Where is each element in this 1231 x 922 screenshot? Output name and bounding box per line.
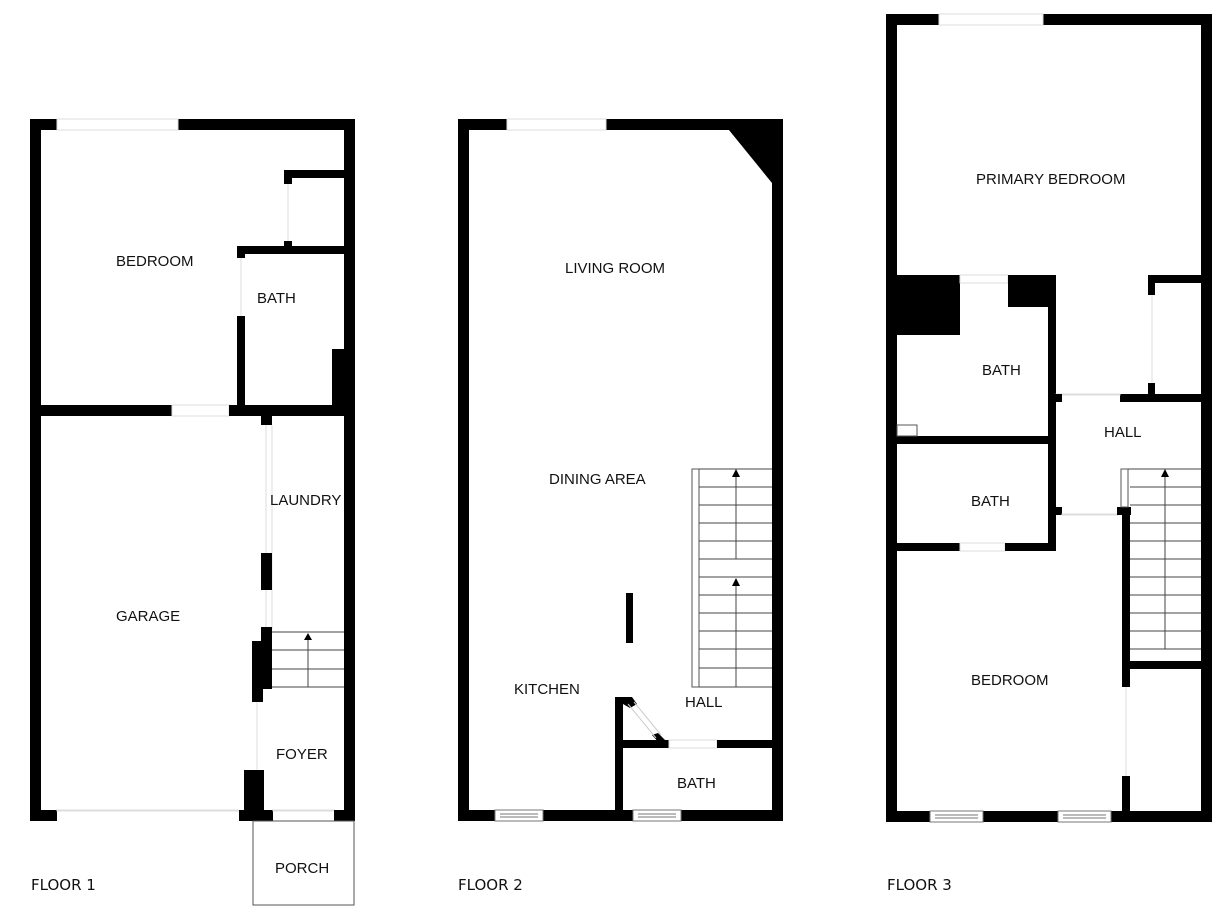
room-label-hall: HALL [1104,424,1142,441]
room-label-bedroom: BEDROOM [116,253,194,270]
wall [30,119,355,130]
wall [772,119,783,821]
wall [615,740,669,748]
wall [886,436,1056,444]
window [929,810,984,823]
wall [626,593,633,643]
wall [284,170,292,184]
corner-chase [720,119,783,183]
floor-1: BEDROOM BATH GARAGE LAUNDRY FOYER PORCH … [30,118,355,906]
window-opening [938,13,1044,26]
door-opening [1061,513,1119,516]
wall [1122,661,1204,669]
wall [886,14,897,822]
wall [717,740,775,748]
wall [30,405,172,416]
wall [1048,394,1062,402]
room-label-foyer: FOYER [276,746,328,763]
wall [886,275,960,335]
wall [244,770,264,812]
wall [886,14,1212,25]
wall [1148,275,1155,295]
wall [229,405,347,416]
wall [237,316,245,408]
floor-2: LIVING ROOM DINING AREA KITCHEN HALL BAT… [458,118,783,894]
room-label-porch: PORCH [275,860,329,877]
up-arrow-icon [732,578,740,586]
wall [261,405,272,425]
room-label-garage: GARAGE [116,608,180,625]
wall [1148,383,1155,395]
door-opening [171,404,230,417]
wall [334,810,355,821]
room-label-living-room: LIVING ROOM [565,260,665,277]
staircase [272,631,344,688]
wall [284,170,346,178]
window-opening [56,118,179,131]
room-label-laundry: LAUNDRY [270,492,341,509]
wall [615,697,637,708]
window [1057,810,1112,823]
room-label-primary-bedroom: PRIMARY BEDROOM [976,171,1125,188]
window-opening [506,118,607,131]
wall [237,246,347,254]
wall [1120,394,1204,402]
wall [458,119,469,821]
garage-door-opening [56,809,240,812]
wall [1122,507,1130,687]
wall [1201,14,1212,822]
room-label-bath: BATH [982,362,1021,379]
wall [30,119,41,821]
floor-title: FLOOR 3 [887,876,952,894]
wall [615,697,623,821]
entry-door-opening [272,809,335,812]
wall [261,627,272,689]
room-label-bath: BATH [257,290,296,307]
fixture [896,424,918,437]
wall [1005,543,1056,551]
wall [1048,507,1062,515]
floor-title: FLOOR 2 [458,876,523,894]
wall [1122,776,1130,816]
wall [344,119,355,821]
staircase [1120,468,1201,650]
up-arrow-icon [732,469,740,477]
room-label-bedroom: BEDROOM [971,672,1049,689]
room-label-kitchen: KITCHEN [514,681,580,698]
floor-title: FLOOR 1 [31,876,96,894]
up-arrow-icon [1161,469,1169,477]
window [632,809,682,822]
wall [332,349,346,409]
wall [652,733,665,744]
door-opening [668,739,718,749]
staircase [691,468,772,688]
room-label-bath: BATH [971,493,1010,510]
up-arrow-icon [304,633,312,640]
wall [261,553,272,590]
wall [252,641,263,702]
wall [886,543,960,551]
floor-3: PRIMARY BEDROOM BATH HALL BATH BEDROOM F… [886,13,1212,894]
porch-outline [252,820,355,906]
wall [30,810,57,821]
room-label-bath: BATH [677,775,716,792]
wall [1048,275,1056,550]
wall [237,246,245,258]
wall [284,241,292,249]
room-label-hall: HALL [685,694,723,711]
wall [1148,275,1204,283]
wall [239,810,273,821]
door-opening [959,274,1009,284]
door-opening [1055,393,1121,396]
door-opening [959,542,1006,552]
room-label-dining-area: DINING AREA [549,471,646,488]
wall [458,119,783,130]
wall [886,811,1212,822]
window [494,809,544,822]
